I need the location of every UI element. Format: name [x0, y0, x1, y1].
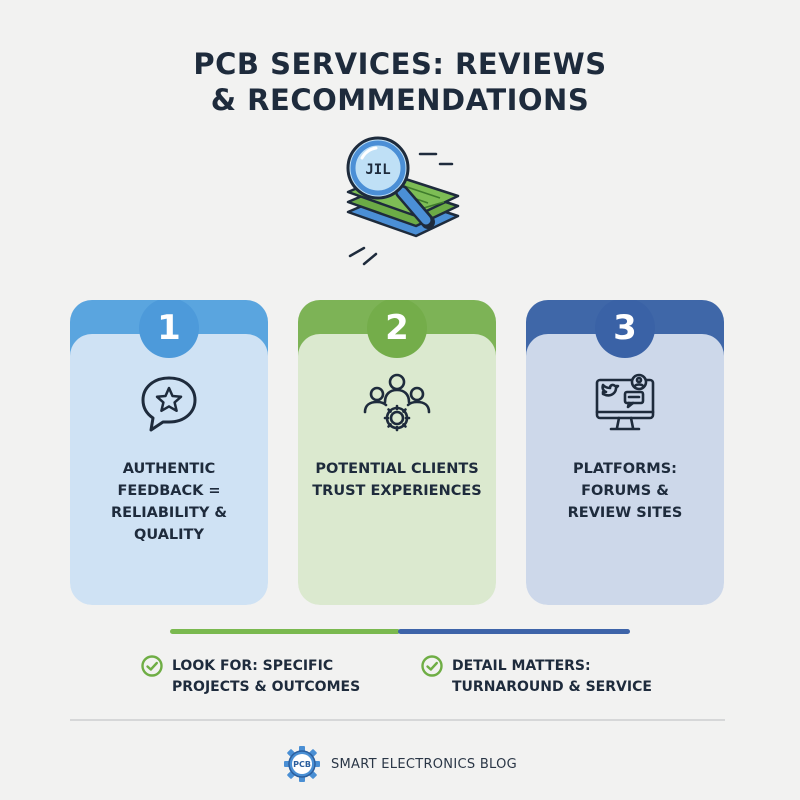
brand-name: SMART ELECTRONICS BLOG	[330, 756, 518, 772]
pcb-gear-logo-icon: PCB	[283, 745, 321, 783]
card-1-line-4: QUALITY	[134, 527, 204, 543]
card-3-line-1: PLATFORMS:	[573, 461, 677, 477]
card-1-number: 1	[139, 300, 199, 358]
card-2-line-2: TRUST EXPERIENCES	[312, 483, 482, 499]
page-title-line-1: PCB SERVICES: REVIEWS	[193, 47, 607, 81]
tip-1-line-2: PROJECTS & OUTCOMES	[172, 679, 361, 695]
card-2-line-1: POTENTIAL CLIENTS	[315, 461, 479, 477]
chat-bubble-star-icon	[129, 372, 209, 436]
card-2: 2 POTENTIAL CLIENTS TRUST EXPERIENCES	[298, 300, 496, 605]
tip-2-text: DETAIL MATTERS: TURNAROUND & SERVICE	[452, 656, 652, 698]
card-1-line-1: AUTHENTIC	[122, 461, 216, 477]
page-title: PCB SERVICES: REVIEWS & RECOMMENDATIONS	[0, 46, 800, 118]
card-2-number: 2	[367, 300, 427, 358]
progress-bar-blue	[398, 629, 630, 634]
card-2-body	[298, 334, 496, 605]
card-1-text: AUTHENTIC FEEDBACK = RELIABILITY & QUALI…	[80, 458, 258, 546]
tip-2: DETAIL MATTERS: TURNAROUND & SERVICE	[420, 654, 652, 698]
page-title-line-2: & RECOMMENDATIONS	[210, 83, 590, 117]
card-3-line-3: REVIEW SITES	[567, 505, 683, 521]
card-3-text: PLATFORMS: FORUMS & REVIEW SITES	[536, 458, 714, 524]
check-circle-icon	[420, 654, 444, 678]
tip-2-line-2: TURNAROUND & SERVICE	[452, 679, 652, 695]
board-label: JIL	[365, 162, 390, 178]
tip-1: LOOK FOR: SPECIFIC PROJECTS & OUTCOMES	[140, 654, 360, 698]
tip-1-line-1: LOOK FOR: SPECIFIC	[172, 658, 334, 674]
card-1-line-2: FEEDBACK =	[117, 483, 221, 499]
card-1: 1 AUTHENTIC FEEDBACK = RELIABILITY & QUA…	[70, 300, 268, 605]
card-2-text: POTENTIAL CLIENTS TRUST EXPERIENCES	[308, 458, 486, 502]
card-3: 3 PLATFORMS: FORUMS & REVIEW SITES	[526, 300, 724, 605]
progress-bar-green	[170, 629, 400, 634]
footer: PCB SMART ELECTRONICS BLOG	[0, 745, 800, 783]
card-3-line-2: FORUMS &	[581, 483, 669, 499]
card-1-line-3: RELIABILITY &	[110, 505, 228, 521]
footer-divider	[70, 719, 725, 721]
tip-2-line-1: DETAIL MATTERS:	[452, 658, 591, 674]
check-circle-icon	[140, 654, 164, 678]
tip-1-text: LOOK FOR: SPECIFIC PROJECTS & OUTCOMES	[172, 656, 360, 698]
magnifier-over-circuit-boards-icon: JIL	[320, 136, 480, 276]
monitor-social-icon	[585, 372, 665, 436]
card-3-number: 3	[595, 300, 655, 358]
people-gear-icon	[357, 372, 437, 436]
logo-text: PCB	[293, 760, 311, 769]
